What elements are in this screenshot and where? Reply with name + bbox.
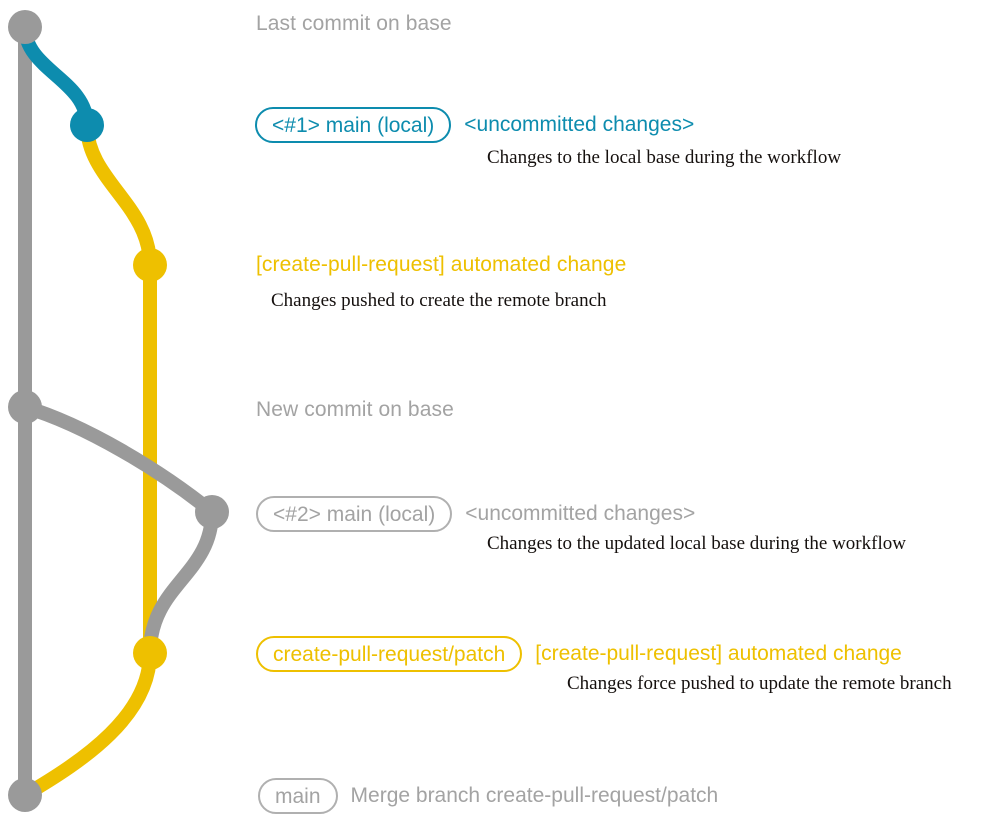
commit-entry-merge: main Merge branch create-pull-request/pa… xyxy=(258,778,718,814)
commit-node-local-1 xyxy=(70,108,104,142)
commit-description-local-1: Changes to the local base during the wor… xyxy=(487,147,842,168)
commit-entry-new-base: New commit on base xyxy=(256,398,454,422)
commit-description-automated-2: Changes force pushed to update the remot… xyxy=(567,673,952,694)
commit-node-automated-1 xyxy=(133,248,167,282)
edge-patch2-to-merge xyxy=(18,646,157,802)
edge-local1-to-patch1 xyxy=(80,118,157,272)
ref-pill-main-local-1[interactable]: <#1> main (local) xyxy=(255,107,452,143)
commit-description-automated-1: Changes pushed to create the remote bran… xyxy=(271,290,607,311)
commit-entry-last-base: Last commit on base xyxy=(256,12,452,36)
commit-caption-new-base: New commit on base xyxy=(256,398,454,421)
commit-node-merge xyxy=(8,778,42,812)
commit-nodes xyxy=(8,10,229,812)
ref-pill-main-local-2[interactable]: <#2> main (local) xyxy=(256,496,453,532)
commit-description-local-2: Changes to the updated local base during… xyxy=(487,533,906,554)
edge-base-to-local1 xyxy=(18,20,94,132)
edge-newbase-to-rebase xyxy=(18,400,219,519)
ref-pill-create-pull-request-patch[interactable]: create-pull-request/patch xyxy=(256,636,523,672)
commit-subject-local-1: <uncommitted changes> xyxy=(464,113,695,136)
commit-node-new-base xyxy=(8,390,42,424)
commit-entry-local-1: <#1> main (local) <uncommitted changes> xyxy=(255,107,694,143)
commit-entry-local-2: <#2> main (local) <uncommitted changes> xyxy=(256,496,695,532)
ref-pill-main[interactable]: main xyxy=(258,778,338,814)
commit-caption-last-base: Last commit on base xyxy=(256,12,452,35)
commit-node-local-2 xyxy=(195,495,229,529)
commit-subject-local-2: <uncommitted changes> xyxy=(465,502,696,525)
commit-entry-automated-2: create-pull-request/patch [create-pull-r… xyxy=(256,636,902,672)
commit-node-automated-2 xyxy=(133,636,167,670)
edge-rebase-to-patch2 xyxy=(143,505,219,660)
commit-entry-automated-1: [create-pull-request] automated change xyxy=(256,253,626,277)
commit-caption-automated-1: [create-pull-request] automated change xyxy=(256,253,627,276)
commit-subject-merge: Merge branch create-pull-request/patch xyxy=(350,784,719,807)
commit-subject-automated-2: [create-pull-request] automated change xyxy=(535,642,902,665)
commit-node-last-base xyxy=(8,10,42,44)
